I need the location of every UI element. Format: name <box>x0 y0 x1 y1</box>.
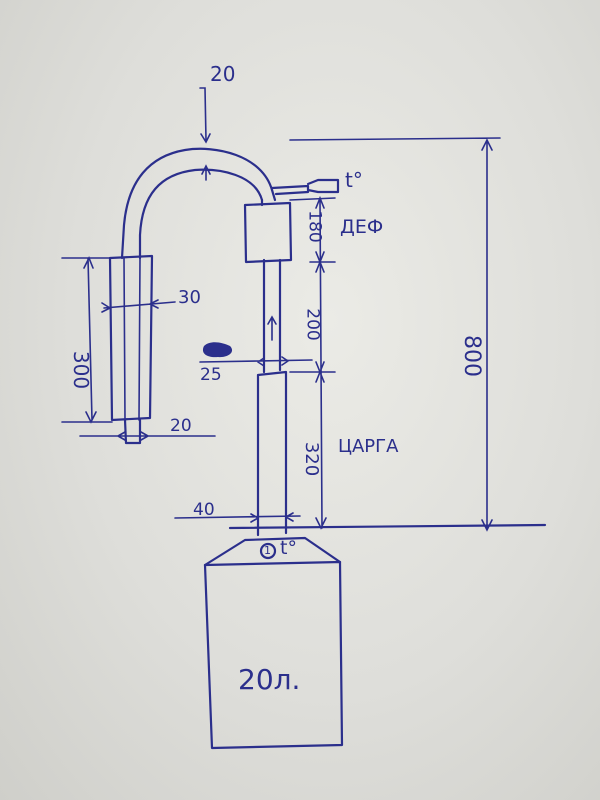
base-line <box>228 523 547 530</box>
tsarga-label: ЦАРГА <box>338 436 399 457</box>
dim-top-pipe: 20 <box>210 62 236 86</box>
dim-pipe-diameter: 25 <box>200 365 222 385</box>
bottom-sensor-number: 1 <box>264 544 271 557</box>
dim-tsarga-diameter: 40 <box>193 500 215 520</box>
u-bend-outer <box>120 147 274 260</box>
pipe-arrow <box>267 315 277 341</box>
pipe-section <box>262 258 282 374</box>
dim-chain <box>289 195 336 530</box>
top-thermometer-label: t° <box>345 168 363 192</box>
dim-top-leader <box>199 87 211 181</box>
dim-25-line <box>199 356 313 367</box>
tank-volume-label: 20л. <box>238 663 301 696</box>
top-thermometer <box>270 178 340 196</box>
u-bend-inner <box>138 168 264 260</box>
dim-cooler-length: 300 <box>69 350 94 390</box>
bottom-sensor-circle <box>259 542 277 560</box>
tsarga-column <box>256 370 288 537</box>
dim-pipe-section: 200 <box>302 308 323 341</box>
cooler-outlet <box>123 418 142 445</box>
bottom-thermometer-label: t° <box>280 537 297 559</box>
dim-300-line <box>61 256 113 424</box>
dephlegmator-box <box>243 201 293 264</box>
tank-body <box>203 560 344 750</box>
dim-800-line <box>289 137 501 532</box>
tank-lid <box>203 536 342 567</box>
dephlegmator-label: ДЕФ <box>340 216 384 238</box>
scribble-mark <box>202 342 233 358</box>
dim-30-line <box>101 299 176 313</box>
dim-cooler-diameter: 30 <box>178 287 201 308</box>
cooler-body <box>108 254 154 422</box>
bend-to-deph <box>260 188 277 207</box>
dim-outlet-diameter: 20 <box>170 416 192 436</box>
dim-40-line <box>174 512 301 523</box>
cooler-inner-pipe <box>123 257 141 421</box>
dim-20-outlet <box>79 431 216 441</box>
dim-total-height: 800 <box>459 335 484 377</box>
dim-dephlegmator: 180 <box>304 210 325 243</box>
dim-tsarga: 320 <box>301 441 323 477</box>
